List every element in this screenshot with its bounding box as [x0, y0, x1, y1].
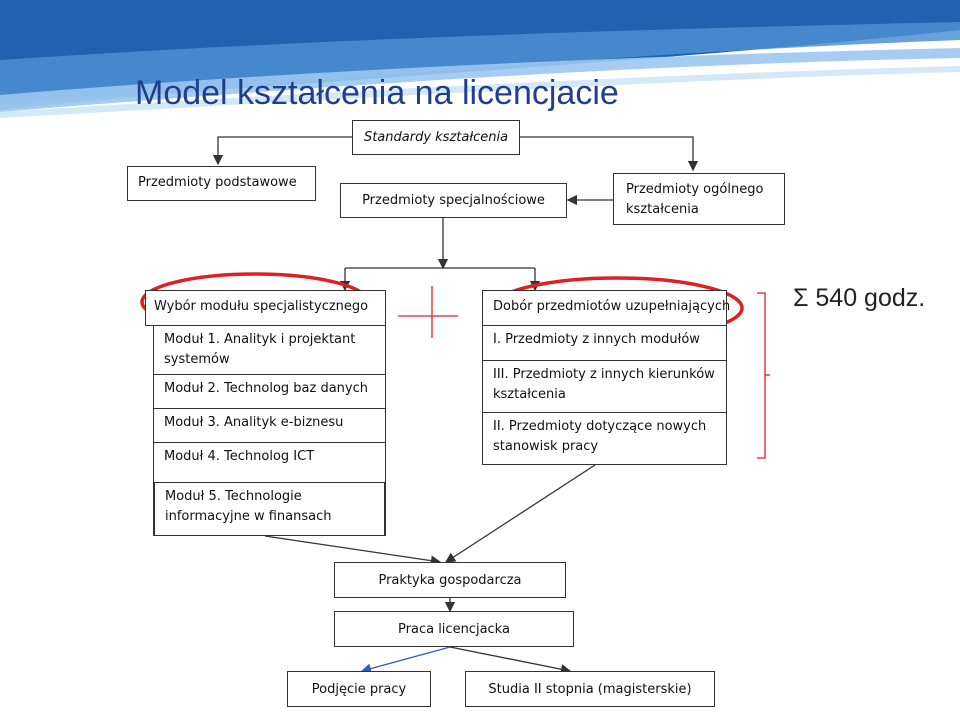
praktyka-label: Praktyka gospodarcza — [378, 572, 522, 588]
standardy-box: Standardy kształcenia — [352, 120, 520, 155]
supplement-header: Dobór przedmiotów uzupełniających — [493, 299, 731, 314]
modules-block: Wybór modułu specjalistycznego — [145, 290, 386, 326]
module-item-1: Moduł 1. Analityk i projektant systemów — [164, 332, 356, 367]
praca-box: Praca licencjacka — [334, 611, 574, 647]
module-item-5: Moduł 5. Technologie informacyjne w fina… — [154, 482, 385, 536]
praca-label: Praca licencjacka — [398, 621, 510, 637]
specjalnosciowe-label: Przedmioty specjalnościowe — [362, 193, 545, 208]
supplement-item-1: I. Przedmioty z innych modułów — [493, 332, 700, 347]
modules-header: Wybór modułu specjalistycznego — [154, 299, 369, 314]
supplement-item-3: II. Przedmioty dotyczące nowych stanowis… — [483, 412, 726, 466]
module-item-2: Moduł 2. Technolog baz danych — [154, 374, 385, 408]
page-title: Model kształcenia na licencjacie — [135, 74, 619, 112]
module-item-4: Moduł 4. Technolog ICT — [154, 442, 385, 478]
studia2-box: Studia II stopnia (magisterskie) — [465, 671, 715, 707]
module-item-3: Moduł 3. Analityk e-biznesu — [154, 408, 385, 442]
header-banner — [0, 0, 960, 118]
supplement-list: I. Przedmioty z innych modułów III. Prze… — [482, 325, 727, 465]
modules-list: Moduł 1. Analityk i projektant systemów … — [153, 325, 386, 536]
ogolne-box: Przedmioty ogólnego kształcenia — [613, 173, 785, 225]
podstawowe-box: Przedmioty podstawowe — [127, 166, 316, 201]
specjalnosciowe-box: Przedmioty specjalnościowe — [340, 183, 567, 218]
supplement-item-2: III. Przedmioty z innych kierunków kszta… — [483, 360, 726, 412]
podjecie-box: Podjęcie pracy — [287, 671, 431, 707]
supplement-block: Dobór przedmiotów uzupełniających — [482, 290, 731, 326]
podstawowe-label: Przedmioty podstawowe — [138, 175, 297, 190]
standardy-label: Standardy kształcenia — [363, 130, 509, 145]
studia2-label: Studia II stopnia (magisterskie) — [488, 681, 692, 697]
sum-label: Σ 540 godz. — [793, 284, 926, 312]
praktyka-box: Praktyka gospodarcza — [334, 562, 566, 598]
ogolne-label: Przedmioty ogólnego kształcenia — [626, 182, 764, 217]
podjecie-label: Podjęcie pracy — [311, 681, 407, 697]
